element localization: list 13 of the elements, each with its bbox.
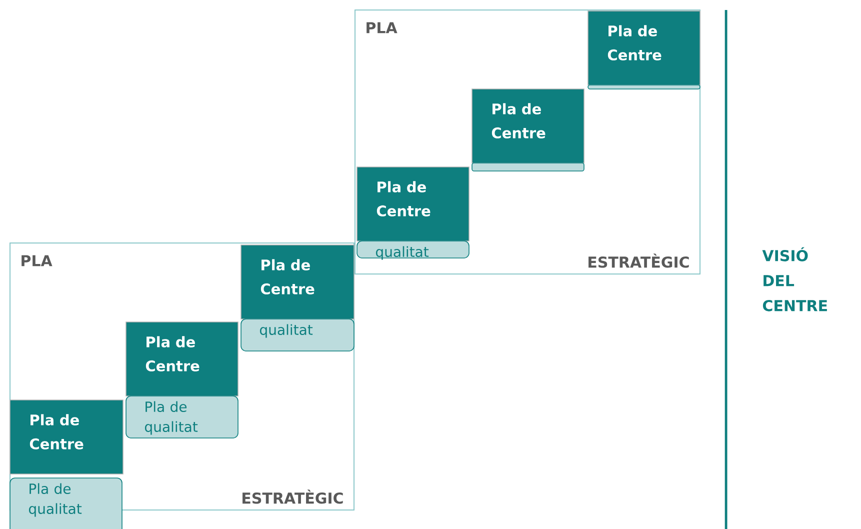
quality-box: qualitat — [240, 318, 354, 352]
quality-box — [472, 162, 584, 172]
plan-box: Pla de Centre — [588, 10, 700, 86]
plan-box: Pla de Centre — [10, 400, 124, 474]
plan-box: Pla de Centre — [240, 244, 354, 320]
plan-box: Pla de Centre — [356, 166, 470, 242]
quality-box — [588, 84, 700, 90]
quality-box: Pla de qualitat — [126, 396, 238, 438]
plan-box: Pla de Centre — [126, 322, 238, 396]
plan-box: Pla de Centre — [472, 88, 584, 164]
quality-box: qualitat — [356, 240, 470, 260]
side-label: VISIÓ DEL CENTRE — [762, 247, 827, 312]
quality-box: Pla de qualitat — [10, 478, 122, 529]
